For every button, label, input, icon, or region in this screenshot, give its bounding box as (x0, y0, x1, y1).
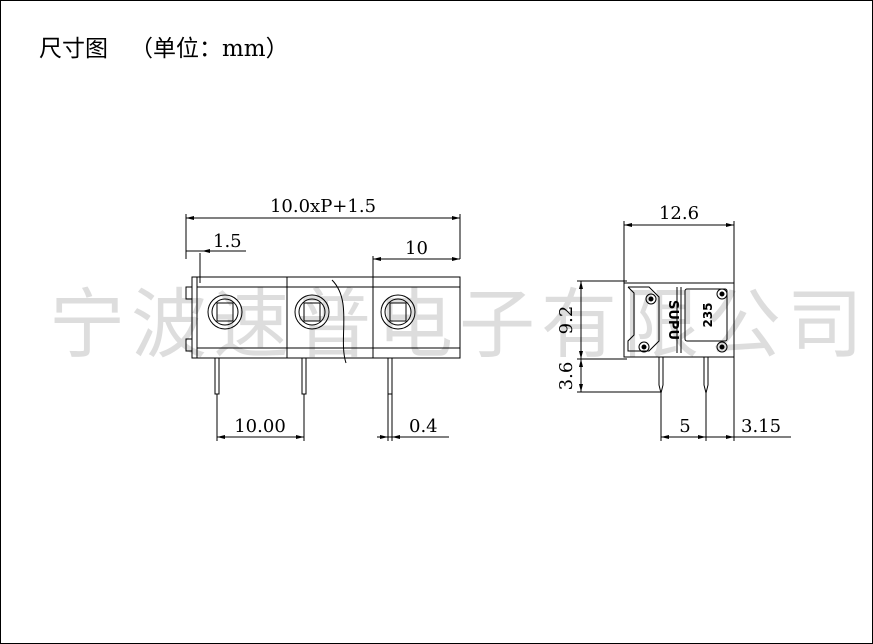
title-main: 尺寸图 (39, 36, 108, 62)
terminal-hole-2 (294, 294, 330, 330)
model-mark: 235 (701, 302, 715, 327)
terminal-hole-1 (207, 294, 243, 330)
terminal-hole-3 (380, 294, 416, 330)
company-watermark: 宁波速普电子有限公司 (49, 280, 869, 369)
side-pin-spacing-label: 5 (679, 416, 690, 437)
pin-length-label: 3.6 (556, 362, 577, 391)
rear-offset-label: 3.15 (741, 416, 781, 437)
edge-offset-label: 1.5 (213, 231, 242, 252)
title-units: （单位：mm） (130, 36, 289, 62)
height-label: 9.2 (556, 306, 577, 335)
pin-spacing-label: 10.00 (234, 416, 286, 437)
pitch-label: 10 (405, 238, 428, 259)
overall-width-label: 10.0xP+1.5 (270, 196, 376, 217)
pin-thickness-label: 0.4 (409, 416, 438, 437)
depth-label: 12.6 (659, 203, 699, 224)
brand-mark: SUPU (665, 300, 680, 340)
side-view: 12.6 9.2 3.6 SUPU 235 (556, 203, 791, 441)
drawing-title: 尺寸图 （单位：mm） (39, 29, 289, 63)
front-view: 10.0xP+1.5 1.5 10 (185, 196, 461, 441)
